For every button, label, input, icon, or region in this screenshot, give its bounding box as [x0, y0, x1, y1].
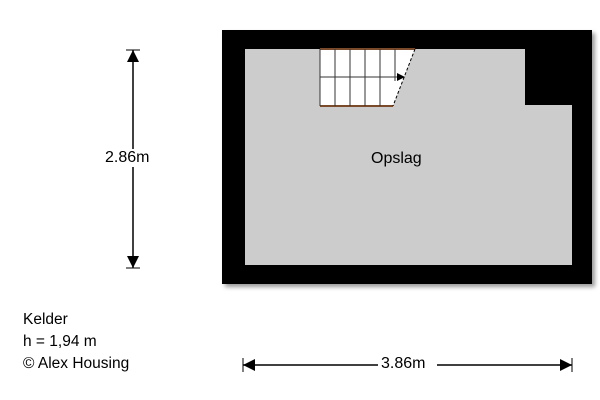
height-dimension-line: [126, 49, 140, 269]
copyright: © Alex Housing: [23, 355, 130, 372]
width-label: 3.86m: [381, 355, 426, 372]
height-label: 2.86m: [105, 149, 150, 167]
room-label: Opslag: [371, 150, 422, 167]
width-dimension-line: [242, 358, 573, 372]
room-floor: [245, 49, 572, 265]
floor-name: Kelder: [23, 311, 68, 328]
stairs: [319, 48, 416, 107]
wall-block: [525, 49, 572, 105]
ceiling-height: h = 1,94 m: [23, 333, 97, 350]
info-block: Kelder h = 1,94 m © Alex Housing: [23, 309, 129, 375]
